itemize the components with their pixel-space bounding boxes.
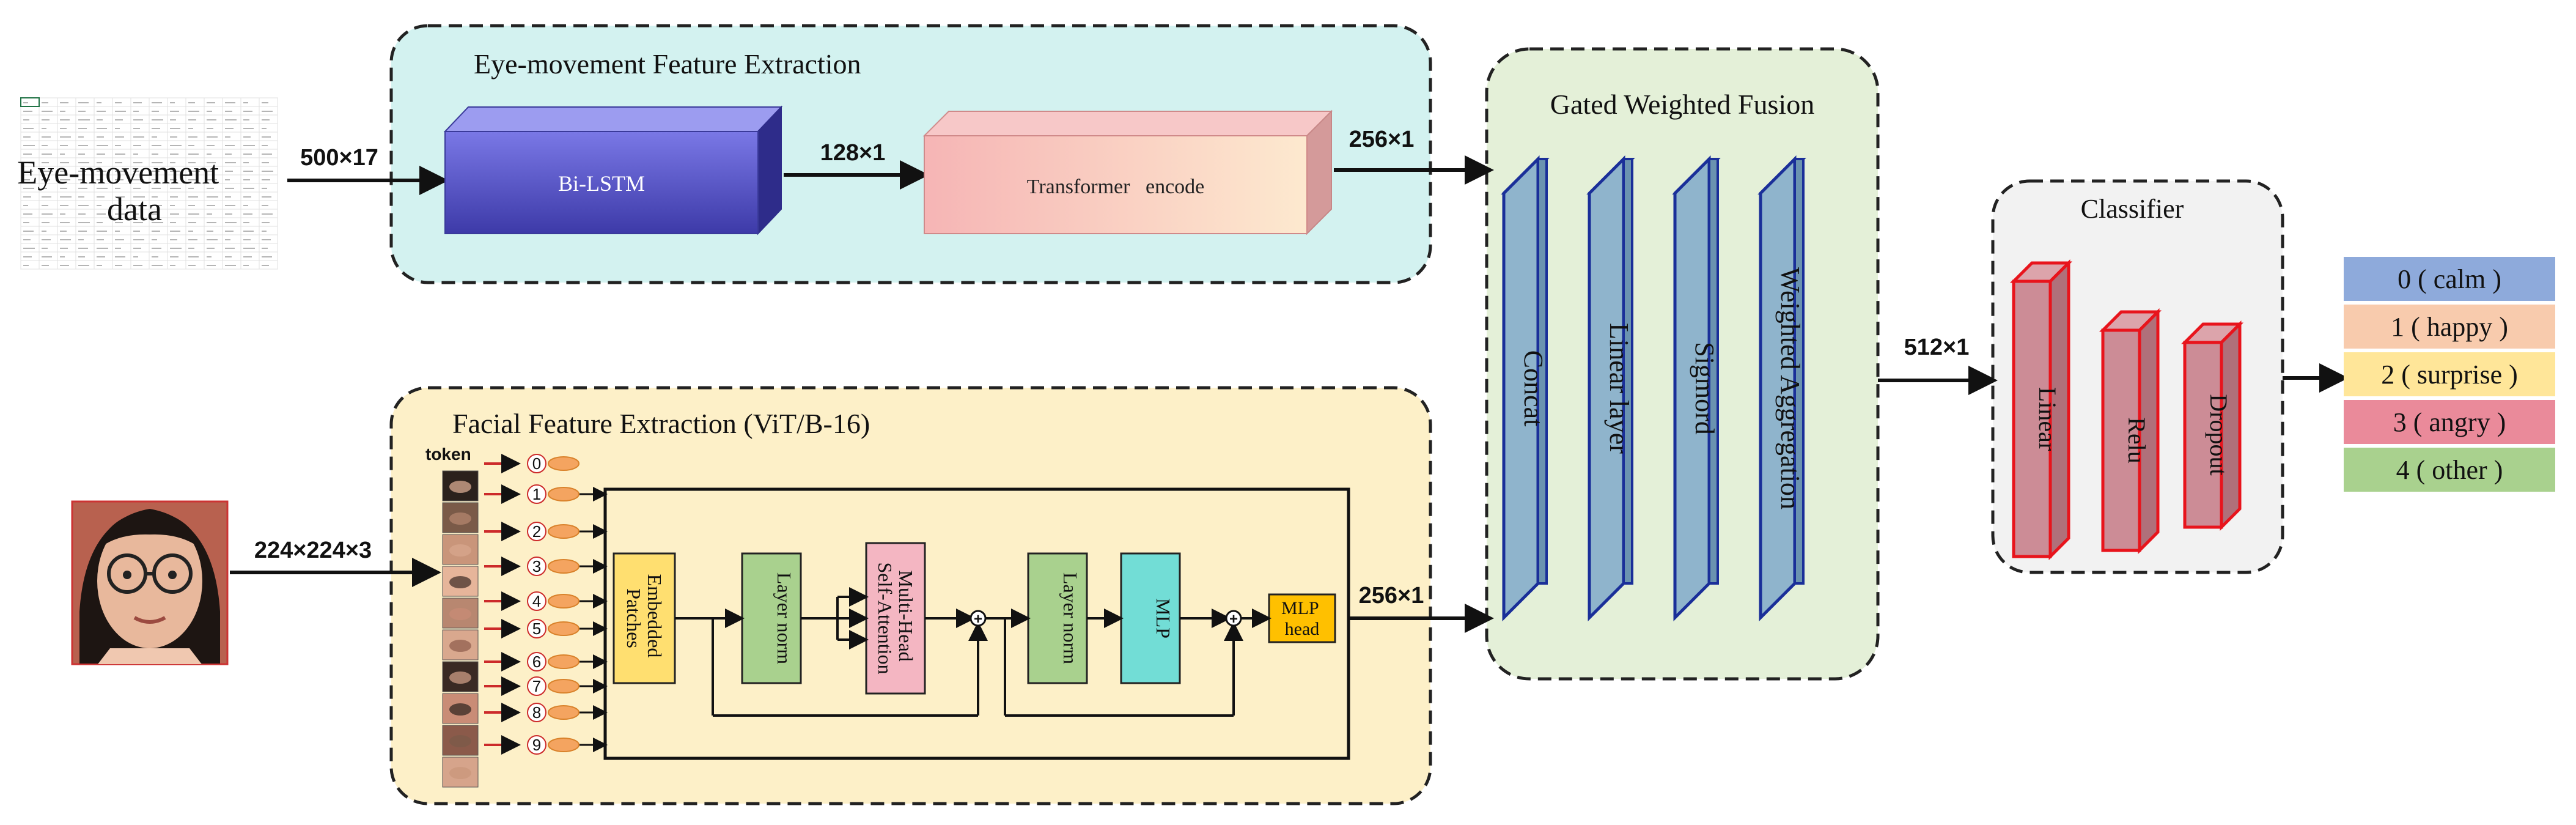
mlp-block: [1120, 552, 1181, 684]
mlp-label: MLP: [1152, 598, 1174, 638]
classifier-layers: Linear Relu Dropout: [2009, 259, 2244, 561]
face-output-dim: 256×1: [1359, 583, 1424, 609]
token-id: 5: [532, 620, 541, 638]
token-item: 0: [484, 454, 580, 473]
embedded-patches-label: Embedded Patches: [623, 574, 666, 663]
emotion-class-label: 4 ( other ): [2396, 455, 2503, 485]
emotion-class: 2 ( surprise ): [2344, 352, 2555, 396]
emotion-class-label: 2 ( surprise ): [2381, 360, 2518, 390]
residual-add-2-symbol: +: [1229, 611, 1238, 627]
token-id: 7: [532, 677, 541, 695]
eye-data-spreadsheet: [20, 97, 278, 270]
emotion-class: 3 ( angry ): [2344, 400, 2555, 444]
token-id: 6: [532, 653, 541, 671]
eye-data-label-line1: Eye-movement: [17, 154, 219, 191]
classifier-layer-label: Relu: [2123, 417, 2151, 464]
token-id: 1: [532, 485, 541, 503]
transformer-label: Transformer encode: [1027, 176, 1205, 198]
classifier-section-title: Classifier: [2081, 194, 2184, 224]
fusion-layer-label: Weighted Aggregation: [1775, 267, 1805, 509]
classifier-layer: Dropout: [2180, 320, 2244, 531]
mlp-head-label: MLP head: [1281, 598, 1323, 639]
emotion-class-label: 0 ( calm ): [2398, 264, 2501, 294]
residual-add-2: [1225, 610, 1242, 627]
mhsa-label: Multi-Head Self-Attention: [874, 562, 917, 674]
classifier-layer: Relu: [2099, 308, 2162, 555]
fusion-layer-label: Linear layer: [1604, 323, 1634, 454]
token-item: 5: [484, 619, 608, 638]
token-id: 8: [532, 703, 541, 722]
residual-add-1-symbol: +: [974, 611, 982, 627]
classifier-layer: Linear: [2009, 259, 2073, 561]
eye-input-dim: 500×17: [300, 145, 378, 171]
bilstm-block: Bi-LSTM: [443, 105, 783, 235]
fusion-layer: Weighted Aggregation: [1757, 155, 1806, 622]
layer-norm-1-block: [741, 552, 802, 684]
fusion-layer-label: Sigmord: [1690, 342, 1720, 435]
fusion-section-title: Gated Weighted Fusion: [1550, 89, 1814, 120]
patch-thumbnails: [442, 470, 479, 788]
token-item: 2: [484, 522, 608, 541]
token-item: 1: [484, 484, 608, 504]
fusion-layer: Sigmord: [1672, 155, 1721, 622]
transformer-block: Transformer encode: [922, 109, 1333, 235]
token-id: 4: [532, 592, 541, 610]
token-item: 8: [484, 703, 608, 722]
mlp-head-block: [1268, 593, 1336, 643]
token-id: 3: [532, 557, 541, 575]
layer-norm-1-label: Layer norm: [773, 572, 795, 664]
token-item: 3: [484, 557, 608, 576]
eye-data-label: Eye-movement data: [17, 154, 227, 228]
fusion-layers: Concat Linear layer Sigmord Weighted Aggreg…: [1501, 155, 1806, 622]
emotion-class: 0 ( calm ): [2344, 257, 2555, 301]
face-section-title: Facial Feature Extraction (ViT/B-16): [452, 408, 870, 439]
token-label: token: [425, 445, 471, 464]
token-list: 0 1 2 3 4 5 6 7 8 9: [484, 454, 608, 755]
token-item: 7: [484, 676, 608, 696]
vit-encoder-frame: [603, 487, 1350, 760]
emotion-class: 1 ( happy ): [2344, 305, 2555, 349]
bilstm-output-dim: 128×1: [820, 140, 886, 166]
fusion-output-dim: 512×1: [1904, 335, 1970, 360]
eye-section-title: Eye-movement Feature Extraction: [474, 48, 861, 80]
layer-norm-2-block: [1027, 552, 1088, 684]
embedded-patches-block: [613, 552, 676, 684]
emotion-class: 4 ( other ): [2344, 448, 2555, 492]
emotion-class-label: 1 ( happy ): [2391, 312, 2508, 342]
fusion-layer-label: Concat: [1518, 350, 1548, 427]
token-id: 0: [532, 454, 541, 473]
residual-add-1: [970, 610, 987, 627]
classifier-layer-label: Linear: [2034, 387, 2061, 451]
face-input-dim: 224×224×3: [254, 538, 372, 563]
token-id: 2: [532, 522, 541, 541]
layer-norm-2-label: Layer norm: [1059, 572, 1081, 664]
encoder-connections: [675, 587, 1271, 717]
eye-output-dim: 256×1: [1349, 127, 1415, 152]
emotion-class-label: 3 ( angry ): [2393, 407, 2506, 437]
emotion-class-list: 0 ( calm ) 1 ( happy ) 2 ( surprise ) 3 ( a…: [2344, 257, 2555, 492]
token-item: 4: [484, 591, 608, 611]
fusion-layer: Concat: [1501, 155, 1550, 622]
token-item: 9: [484, 735, 608, 755]
token-id: 9: [532, 736, 541, 754]
fusion-layer: Linear layer: [1586, 155, 1635, 622]
bilstm-label: Bi-LSTM: [558, 171, 645, 196]
classifier-layer-label: Dropout: [2205, 394, 2232, 475]
token-item: 6: [484, 652, 608, 671]
face-image: [71, 500, 229, 665]
eye-data-label-line2: data: [107, 191, 162, 228]
